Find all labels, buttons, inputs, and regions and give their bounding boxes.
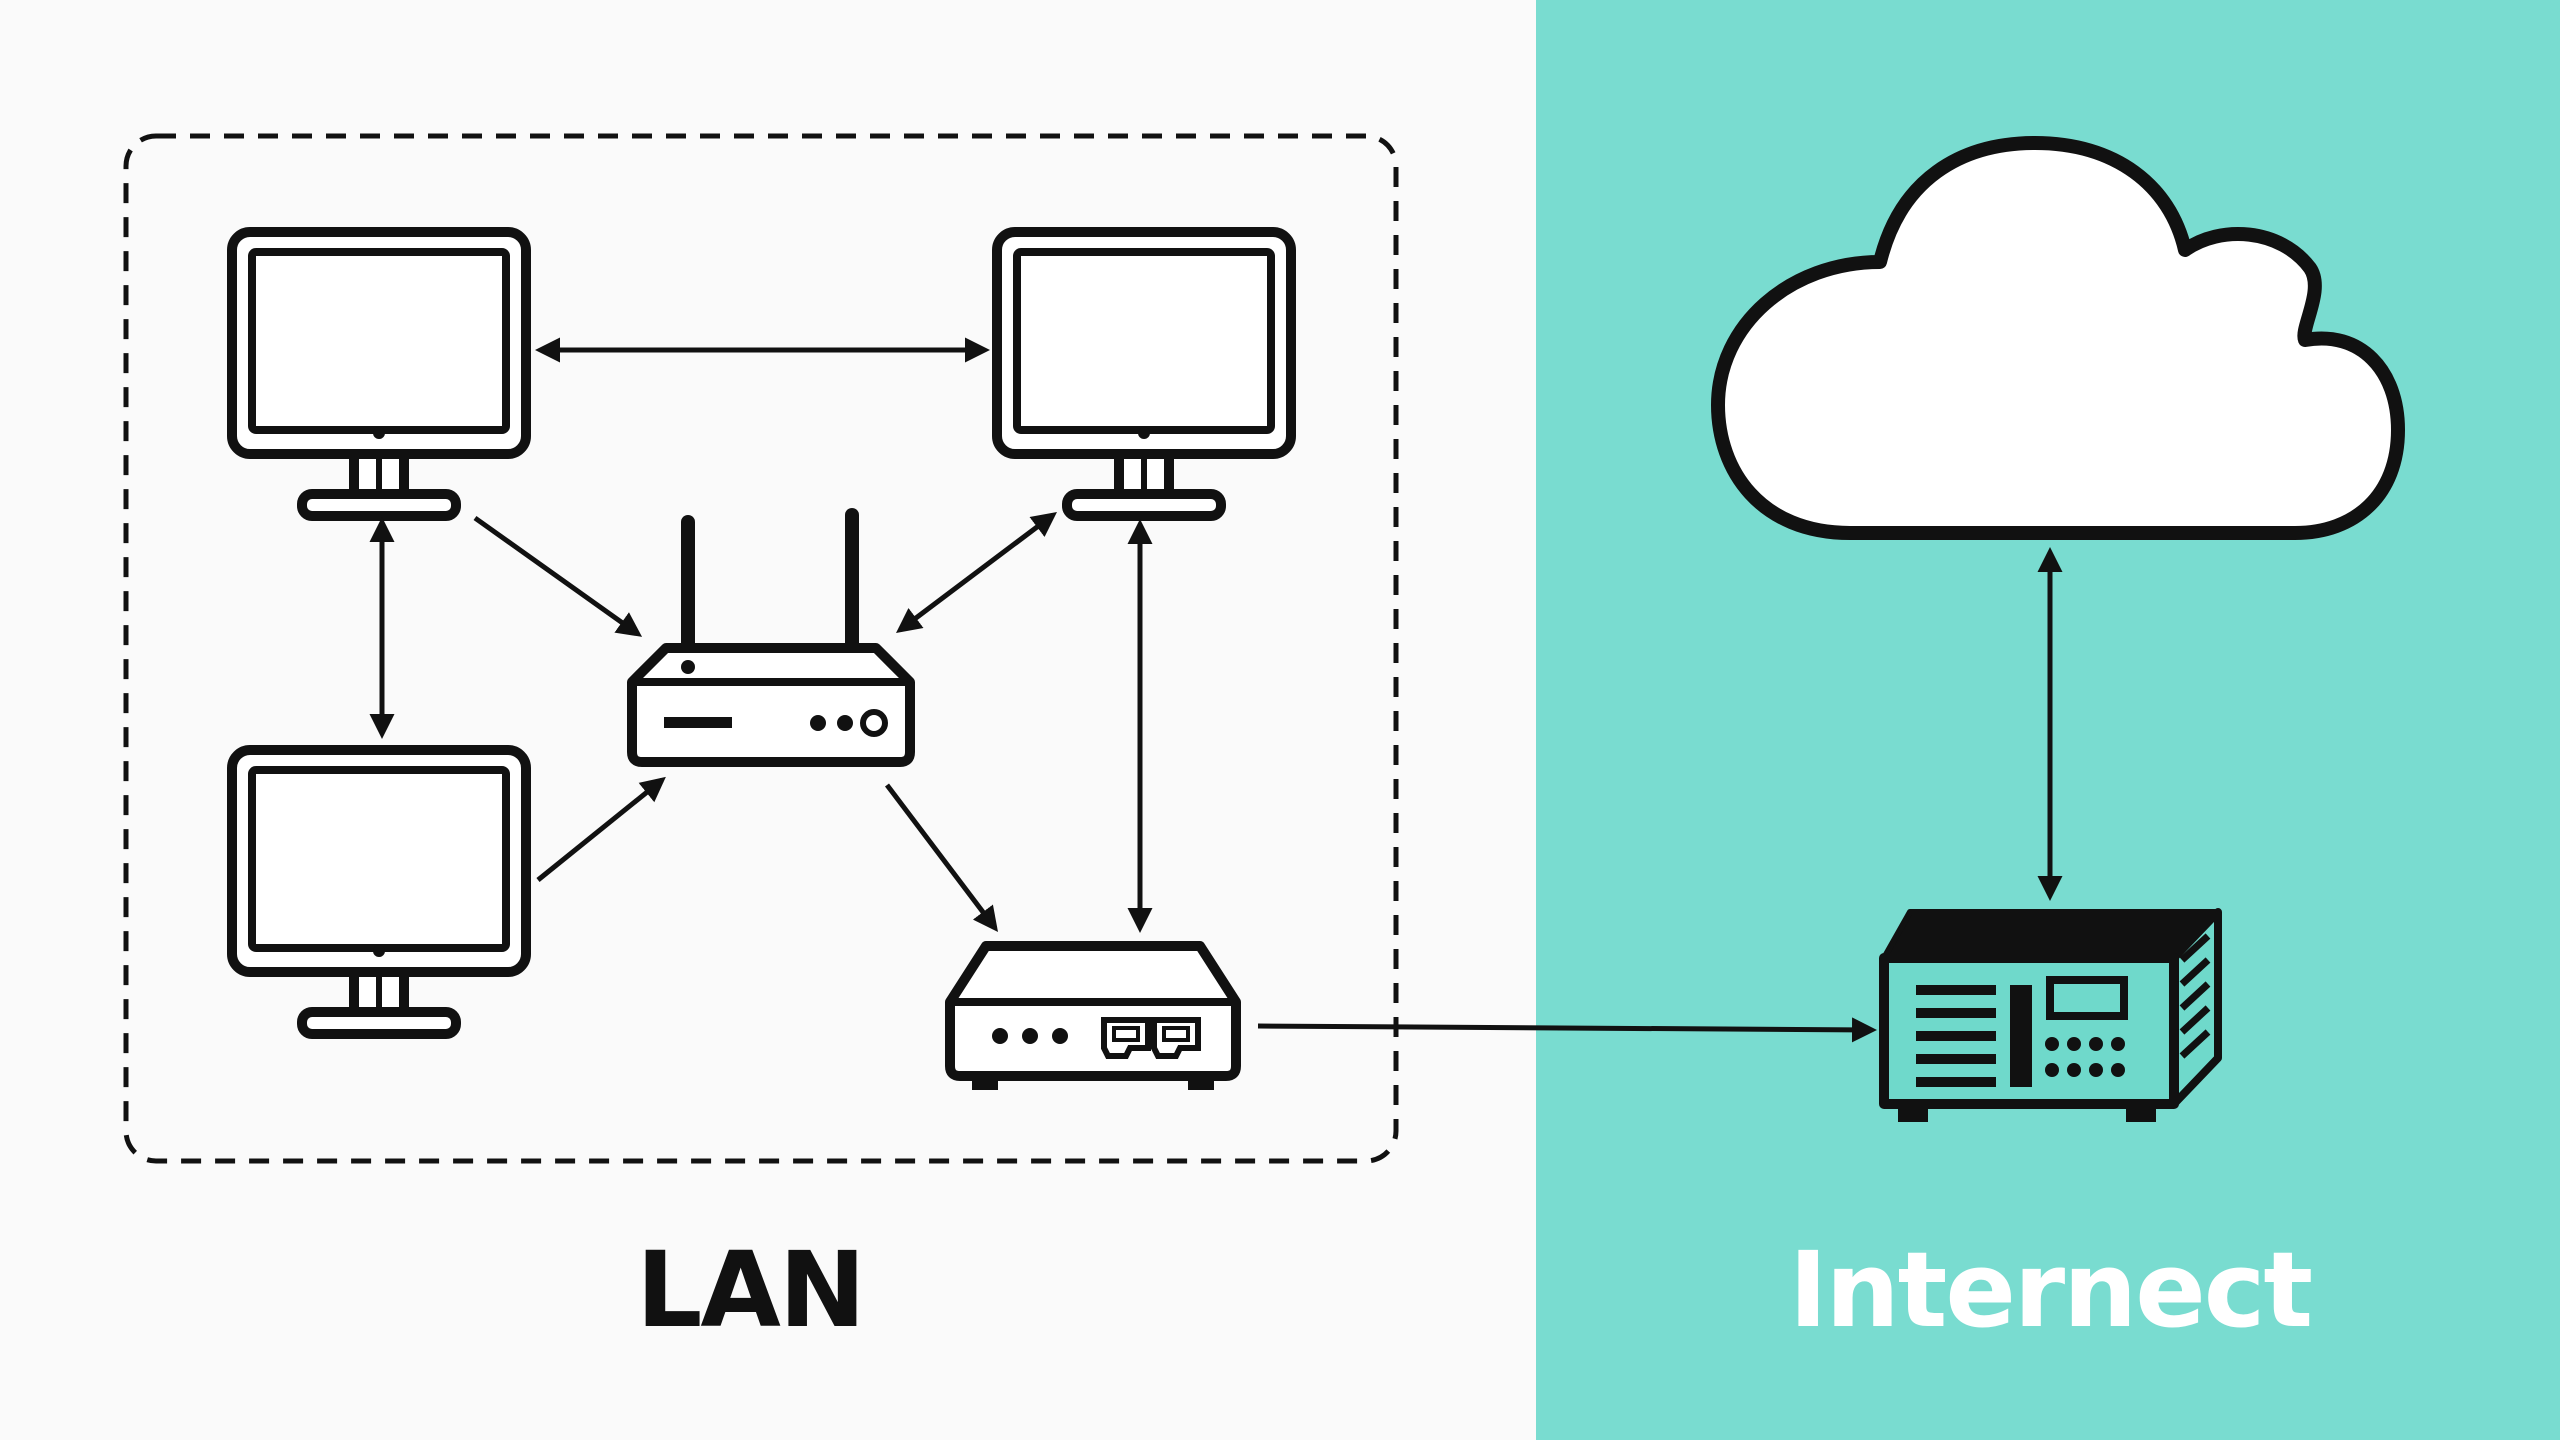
lan-label: LAN: [636, 1229, 866, 1351]
link-computer-top-left-to-router: [473, 515, 643, 637]
router-icon: [627, 508, 915, 767]
computer-bottom-left-icon: [227, 745, 531, 1039]
computer-top-right-icon: [992, 227, 1296, 521]
modem-icon: [945, 941, 1241, 1090]
link-computer-bottom-left-to-router: [536, 776, 666, 882]
link-computer-top-right-to-router: [896, 511, 1057, 634]
server-icon: [1879, 908, 2222, 1122]
internet-label: Internect: [1788, 1229, 2313, 1351]
cloud-icon: [1711, 136, 2405, 540]
link-modem-to-server: [1257, 1017, 1877, 1043]
link-router-to-modem: [885, 783, 999, 932]
lan-boundary: [123, 133, 1399, 1164]
computer-top-left-icon: [227, 227, 531, 521]
